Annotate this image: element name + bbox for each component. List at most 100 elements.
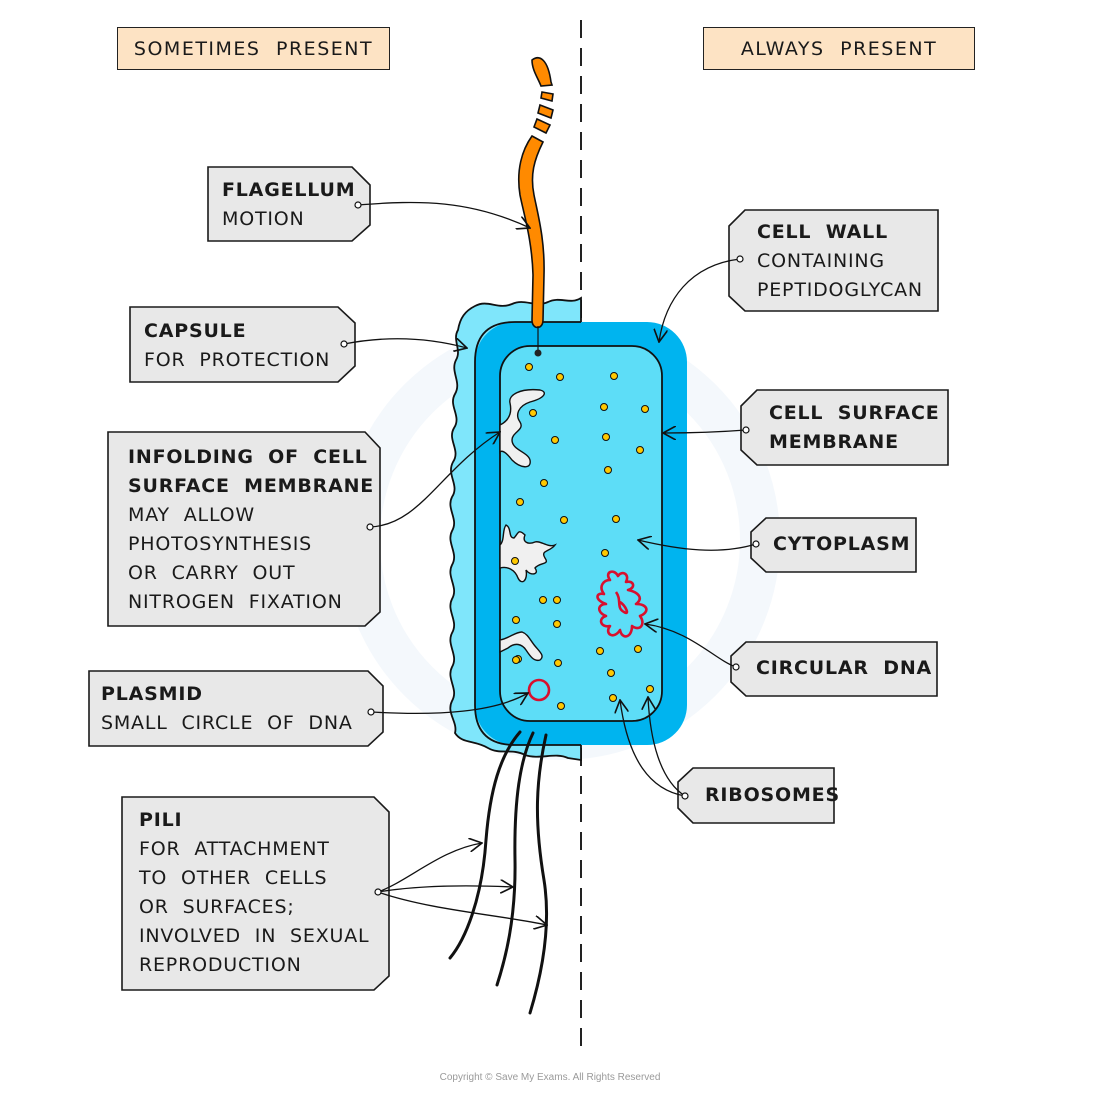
ribosome-dot — [554, 659, 562, 667]
tag-cell-wall — [728, 209, 939, 312]
label-circular-dna: CIRCULAR DNA — [756, 654, 932, 683]
arrow-ribosomes-2 — [648, 697, 686, 797]
ribosomes — [511, 363, 654, 710]
arrow-pili-1 — [377, 843, 482, 893]
tag-circular-dna — [730, 641, 938, 697]
ribosome-dot — [551, 436, 559, 444]
circular-dna — [596, 570, 648, 638]
infolding-membrane-bottom — [499, 631, 543, 662]
label-flagellum-title: FLAGELLUM — [222, 179, 356, 201]
ribosome-dot — [602, 433, 610, 441]
ribosome-dot — [612, 515, 620, 523]
pili — [448, 730, 549, 1015]
ribosome-dot — [553, 596, 561, 604]
label-infolding-title-1: INFOLDING OF CELL — [128, 446, 368, 468]
label-cytoplasm: CYTOPLASM — [773, 530, 910, 559]
ribosome-dot — [553, 620, 561, 628]
ribosome-dot — [557, 702, 565, 710]
infolding-membrane-middle — [499, 524, 558, 583]
tag-holes — [340, 201, 760, 896]
label-csm-title-2: MEMBRANE — [769, 431, 899, 453]
label-ribosomes-title: RIBOSOMES — [705, 784, 840, 806]
ribosome-dot — [596, 647, 604, 655]
copyright-notice: Copyright © Save My Exams. All Rights Re… — [439, 1072, 661, 1083]
ribosome-dot — [511, 557, 519, 565]
label-pili: PILI FOR ATTACHMENT TO OTHER CELLS OR SU… — [139, 806, 369, 980]
label-cell-wall-title: CELL WALL — [757, 221, 888, 243]
ribosome-dot — [646, 685, 654, 693]
arrow-ribosomes-1 — [620, 700, 686, 797]
cell-wall-outline-left — [474, 321, 581, 746]
arrow-pili-2 — [377, 886, 513, 892]
label-infolding-title-2: SURFACE MEMBRANE — [128, 475, 375, 497]
label-pili-desc-5: REPRODUCTION — [139, 954, 302, 976]
ribosome-dot — [512, 616, 520, 624]
arrow-cytoplasm — [638, 540, 757, 551]
pilus-3 — [528, 733, 549, 1015]
tag-ribosomes — [677, 767, 835, 824]
label-csm-title-1: CELL SURFACE — [769, 402, 940, 424]
label-pili-desc-3: OR SURFACES; — [139, 896, 295, 918]
label-cell-wall: CELL WALL CONTAINING PEPTIDOGLYCAN — [757, 218, 923, 305]
tag-pili — [121, 796, 390, 991]
header-always-present: ALWAYS PRESENT — [703, 27, 975, 70]
tag-capsule — [129, 306, 356, 383]
label-infolding-desc-2: PHOTOSYNTHESIS — [128, 533, 312, 555]
ribosome-dot — [516, 498, 524, 506]
label-capsule-desc: FOR PROTECTION — [144, 349, 331, 371]
ribosome-dot — [634, 645, 642, 653]
ribosome-dot — [601, 549, 609, 557]
plasmid — [527, 678, 551, 702]
ribosome-dot — [641, 405, 649, 413]
label-plasmid-title: PLASMID — [101, 683, 203, 705]
label-circular-dna-title: CIRCULAR DNA — [756, 657, 933, 679]
label-pili-title: PILI — [139, 809, 183, 831]
tags — [88, 166, 949, 991]
label-pili-desc-4: INVOLVED IN SEXUAL — [139, 925, 370, 947]
arrow-plasmid — [370, 693, 528, 715]
arrow-pili-3 — [377, 891, 547, 925]
arrow-flagellum — [357, 201, 530, 228]
label-plasmid-desc: SMALL CIRCLE OF DNA — [101, 712, 353, 734]
connectors — [343, 201, 757, 925]
pilus-2 — [495, 731, 535, 987]
ribosome-dot — [604, 466, 612, 474]
ribosome-dot — [540, 479, 548, 487]
ribosome-dot — [556, 373, 564, 381]
label-cell-surface-membrane: CELL SURFACE MEMBRANE — [769, 399, 940, 457]
label-infolding: INFOLDING OF CELL SURFACE MEMBRANE MAY A… — [128, 443, 374, 617]
arrow-cell-surface-membrane — [663, 430, 747, 433]
pilus-1 — [448, 730, 522, 960]
ribosome-dot — [525, 363, 533, 371]
ribosome-dot — [609, 694, 617, 702]
ribosome-dot — [610, 372, 618, 380]
label-cell-wall-desc-1: CONTAINING — [757, 250, 885, 272]
label-infolding-desc-1: MAY ALLOW — [128, 504, 255, 526]
arrow-capsule — [343, 339, 467, 348]
label-cytoplasm-title: CYTOPLASM — [773, 533, 911, 555]
cytoplasm — [499, 345, 663, 722]
label-flagellum: FLAGELLUM MOTION — [222, 176, 355, 234]
ribosome-dot — [560, 516, 568, 524]
tag-cytoplasm — [750, 517, 917, 573]
header-sometimes-present: SOMETIMES PRESENT — [117, 27, 390, 70]
label-pili-desc-1: FOR ATTACHMENT — [139, 838, 330, 860]
tag-plasmid — [88, 670, 384, 747]
tag-flagellum — [207, 166, 371, 242]
label-cell-wall-desc-2: PEPTIDOGLYCAN — [757, 279, 923, 301]
tag-infolding — [107, 431, 381, 627]
tag-cell-surface-membrane — [740, 389, 949, 466]
arrow-circular-dna — [645, 624, 737, 668]
label-infolding-desc-3: OR CARRY OUT — [128, 562, 296, 584]
infolding-membrane-top — [499, 388, 546, 468]
ribosome-dot — [607, 669, 615, 677]
ribosome-dot — [512, 656, 520, 664]
label-pili-desc-2: TO OTHER CELLS — [139, 867, 328, 889]
ribosome-dot — [600, 403, 608, 411]
label-capsule: CAPSULE FOR PROTECTION — [144, 317, 330, 375]
flagellum — [517, 57, 554, 329]
label-flagellum-desc: MOTION — [222, 208, 305, 230]
ribosome-dot — [636, 446, 644, 454]
basal-body — [534, 349, 542, 357]
